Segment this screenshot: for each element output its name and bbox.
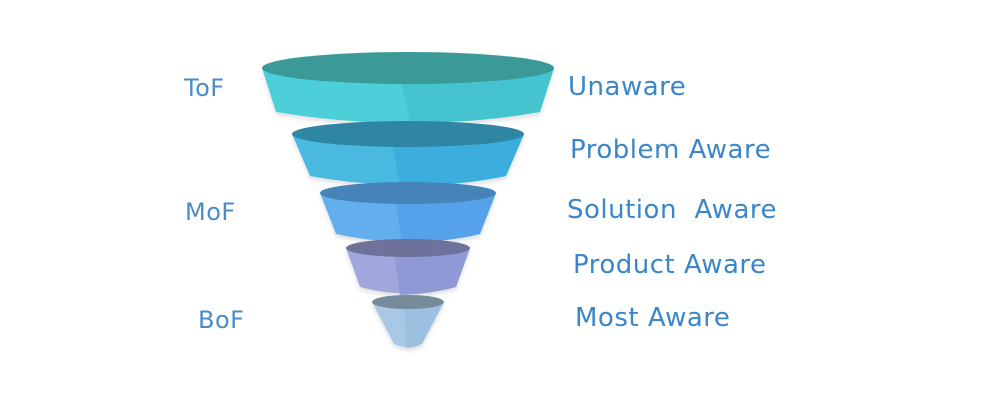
- label-solution-aware: Solution Aware: [567, 195, 777, 225]
- label-tof: ToF: [184, 74, 225, 102]
- funnel-layer-top: [320, 182, 496, 204]
- funnel-layer-shade: [395, 193, 496, 243]
- funnel-layer-most-aware: [372, 295, 444, 348]
- funnel-layer-product-aware: [346, 239, 470, 295]
- funnel-layer-solution-aware: [320, 182, 496, 243]
- funnel-layer-top: [346, 239, 470, 257]
- funnel-layer-shade: [394, 248, 470, 295]
- funnel-layer-shade: [404, 302, 444, 348]
- funnel-layer-top: [372, 295, 444, 309]
- label-problem-aware: Problem Aware: [570, 135, 772, 165]
- label-unaware: Unaware: [568, 72, 687, 102]
- label-product-aware: Product Aware: [573, 250, 767, 280]
- label-bof: BoF: [198, 306, 245, 334]
- funnel-layer-unaware: [262, 52, 554, 123]
- label-mof: MoF: [185, 198, 236, 226]
- funnel-layer-shade: [392, 134, 524, 186]
- funnel-layer-top: [262, 52, 554, 84]
- funnel-layer-top: [292, 121, 524, 147]
- label-most-aware: Most Aware: [575, 303, 731, 333]
- funnel-layer-problem-aware: [292, 121, 524, 186]
